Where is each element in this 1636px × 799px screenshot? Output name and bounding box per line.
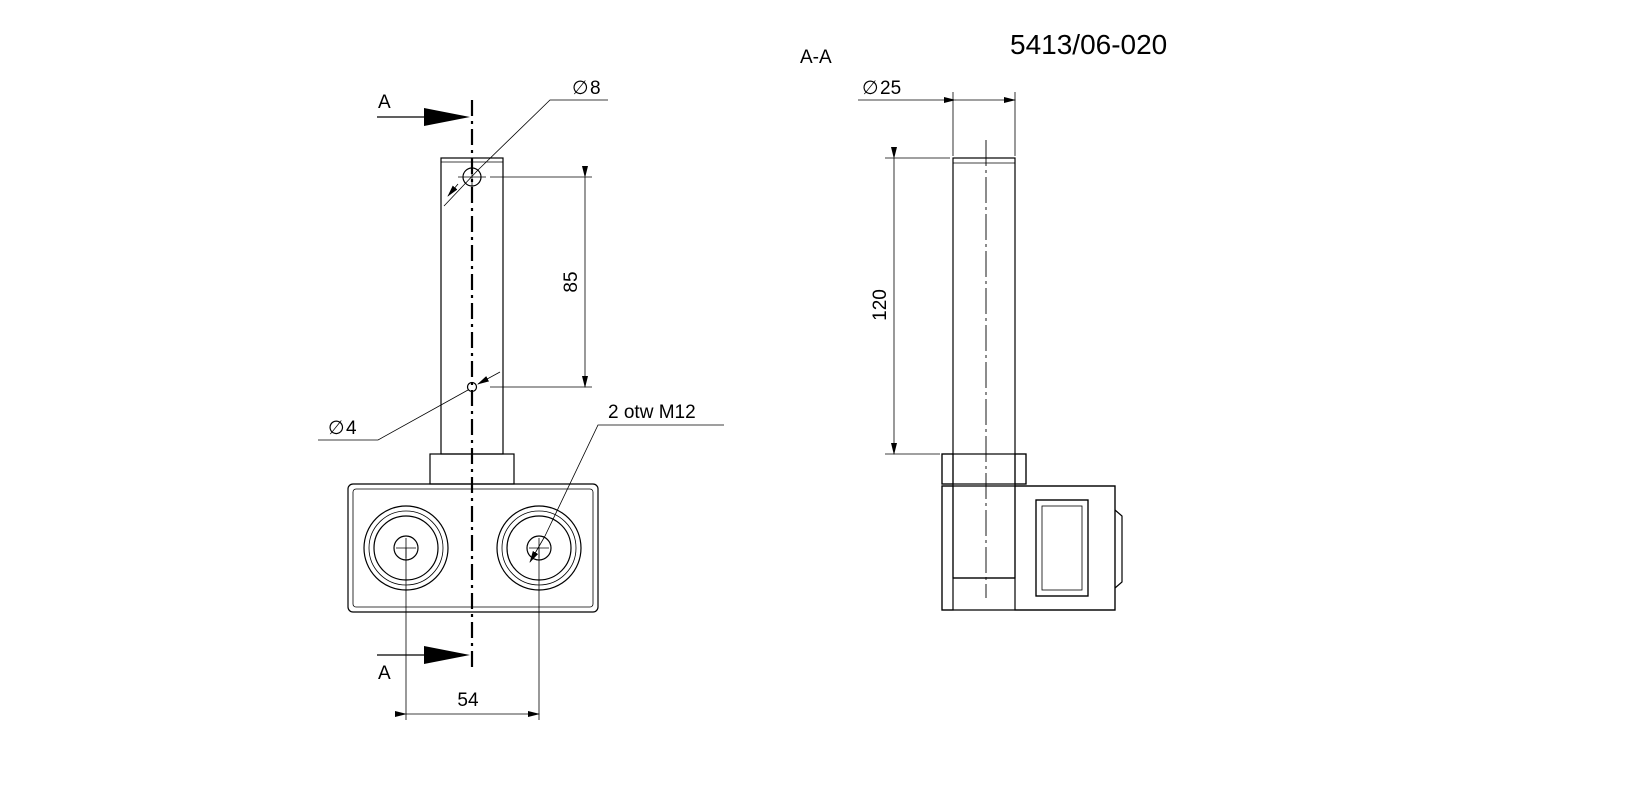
arrowhead-icon xyxy=(424,108,470,126)
section-boss xyxy=(1114,509,1123,589)
cut-arrow-bottom: A xyxy=(377,646,470,684)
dim-85: 85 xyxy=(561,271,582,292)
cut-arrow-top: A xyxy=(377,92,470,126)
section-body xyxy=(941,485,1116,611)
dim-d8: 8 xyxy=(590,78,601,99)
section-view: ∅ 25 120 xyxy=(858,78,1123,611)
section-pocket xyxy=(1035,499,1089,597)
hole-d4 xyxy=(466,381,478,393)
section-title: A-A xyxy=(800,47,832,68)
diameter-symbol-icon: ∅ xyxy=(572,78,589,99)
holes-note: 2 otw M12 xyxy=(608,402,696,423)
leader-d4 xyxy=(318,389,469,441)
leader-d8 xyxy=(443,99,608,207)
drawing-number: 5413/06-020 xyxy=(1010,29,1167,60)
arrowhead-icon xyxy=(424,646,470,664)
cut-label-top: A xyxy=(378,92,391,113)
front-view: A A xyxy=(318,78,724,720)
dim-d4: 4 xyxy=(346,418,357,439)
cut-label-bottom: A xyxy=(378,663,391,684)
section-shaft xyxy=(952,157,1016,579)
dim-54: 54 xyxy=(457,690,479,711)
section-collar xyxy=(941,453,1027,485)
base-block xyxy=(347,483,599,613)
dim-d25: 25 xyxy=(880,78,901,99)
dim-120: 120 xyxy=(870,289,891,321)
diameter-symbol-icon: ∅ xyxy=(862,78,879,99)
leader-m12 xyxy=(544,424,724,537)
diameter-symbol-icon: ∅ xyxy=(328,418,345,439)
